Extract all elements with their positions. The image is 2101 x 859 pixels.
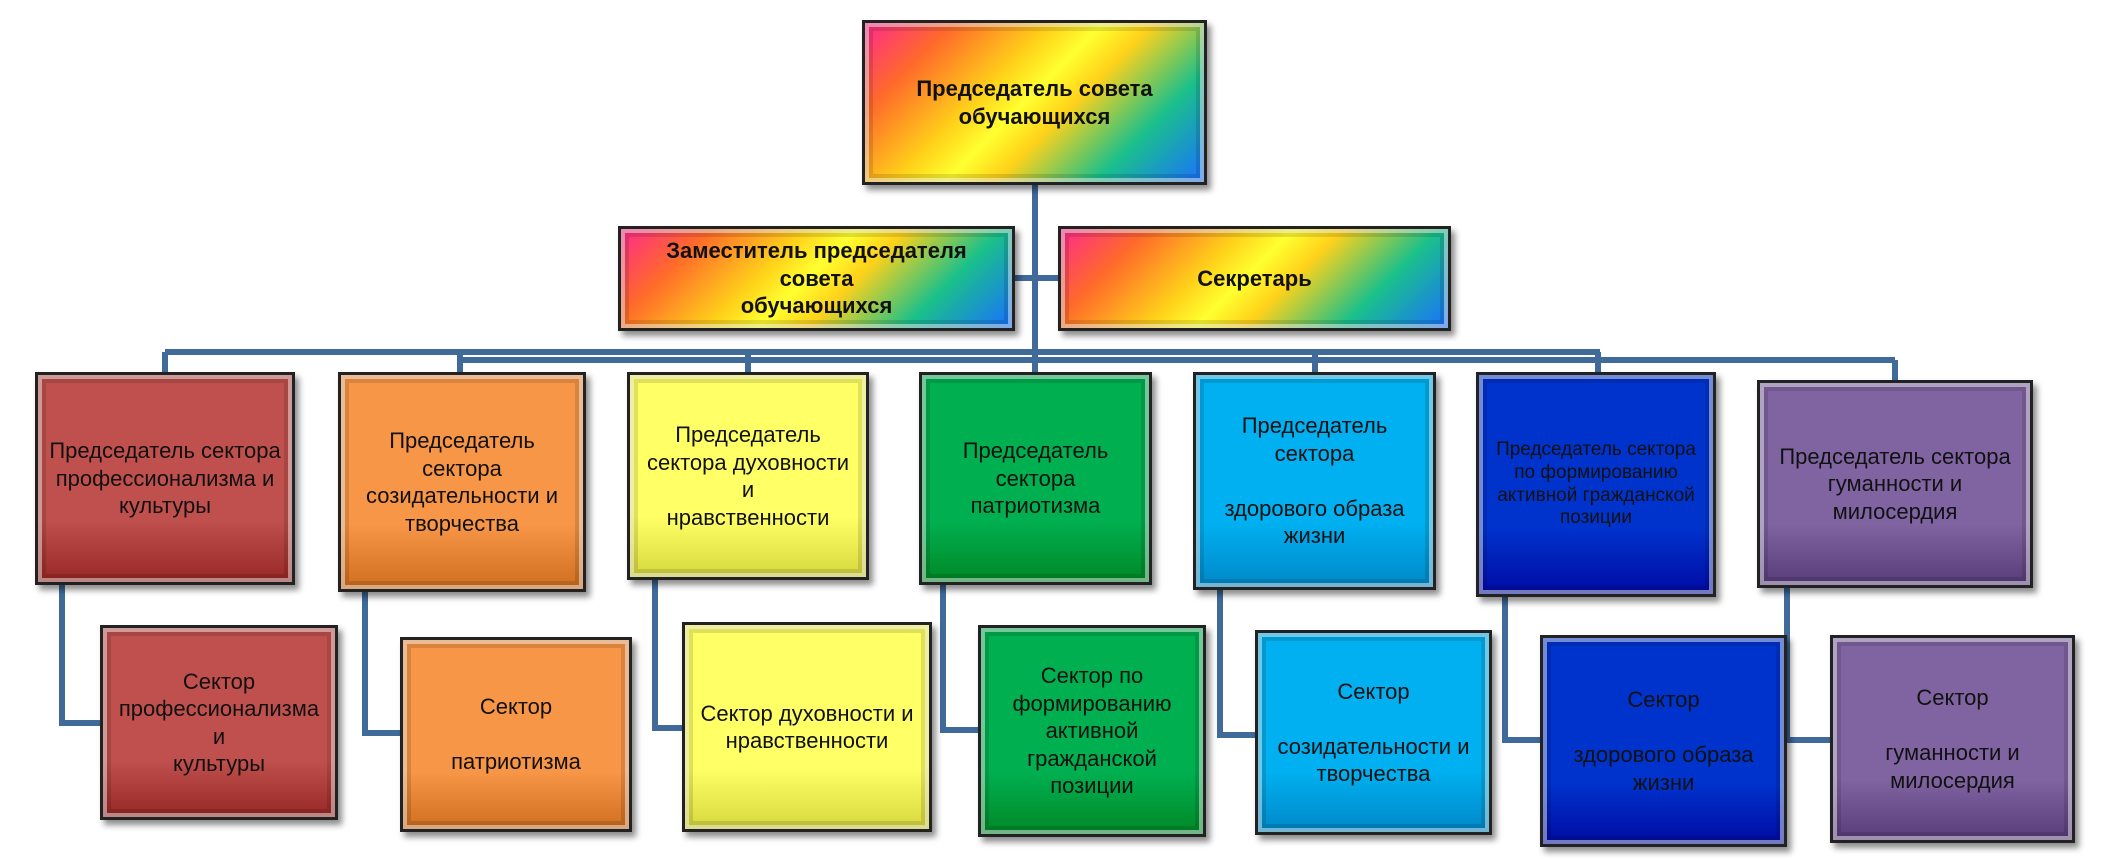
chair-node-creativity: Председатель сектора созидательности и т… — [338, 372, 586, 592]
sector-label: Сектор патриотизма — [451, 694, 581, 775]
chair-node-patriotism: Председатель сектора патриотизма — [919, 372, 1152, 585]
chair-label: Председатель сектора здорового образа жи… — [1224, 413, 1405, 549]
chair-node-civic-position: Председатель сектора по формированию акт… — [1476, 372, 1716, 597]
sector-node-creativity: Сектор созидательности и творчества — [1255, 630, 1492, 835]
secretary-node: Секретарь — [1058, 226, 1451, 331]
sector-label: Сектор профессионализма и культуры — [118, 668, 320, 777]
sector-node-humanity: Сектор гуманности и милосердия — [1830, 635, 2075, 843]
sector-label: Сектор созидательности и творчества — [1277, 678, 1470, 787]
deputy-label: Заместитель председателя совета обучающи… — [666, 238, 967, 319]
chair-label: Председатель сектора созидательности и т… — [366, 428, 558, 536]
chairman-label: Председатель совета обучающихся — [916, 76, 1153, 129]
sector-label: Сектор гуманности и милосердия — [1885, 685, 2020, 793]
sector-node-patriotism: Сектор патриотизма — [400, 637, 632, 832]
sector-node-spirituality: Сектор духовности и нравственности — [682, 622, 932, 832]
chair-label: Председатель сектора гуманности и милосе… — [1779, 443, 2011, 524]
chair-label: Председатель сектора духовности и нравст… — [646, 422, 850, 530]
secretary-label: Секретарь — [1197, 265, 1312, 291]
chair-node-healthy-lifestyle: Председатель сектора здорового образа жи… — [1193, 372, 1436, 590]
sector-node-healthy-lifestyle: Сектор здорового образа жизни — [1540, 635, 1787, 847]
chair-label: Председатель сектора патриотизма — [962, 438, 1109, 519]
sector-label: Сектор по формированию активной гражданс… — [1012, 663, 1172, 799]
chair-label: Председатель сектора по формированию акт… — [1496, 438, 1696, 529]
sector-label: Сектор здорового образа жизни — [1573, 687, 1754, 795]
chair-node-spirituality: Председатель сектора духовности и нравст… — [627, 372, 869, 580]
chair-node-humanity: Председатель сектора гуманности и милосе… — [1757, 380, 2033, 588]
chair-node-professionalism: Председатель сектора профессионализма и … — [35, 372, 295, 585]
sector-label: Сектор духовности и нравственности — [700, 700, 914, 754]
chairman-node: Председатель совета обучающихся — [862, 20, 1207, 185]
sector-node-professionalism: Сектор профессионализма и культуры — [100, 625, 338, 820]
chair-label: Председатель сектора профессионализма и … — [49, 438, 281, 519]
sector-node-civic-position: Сектор по формированию активной гражданс… — [978, 625, 1206, 837]
deputy-node: Заместитель председателя совета обучающи… — [618, 226, 1015, 331]
